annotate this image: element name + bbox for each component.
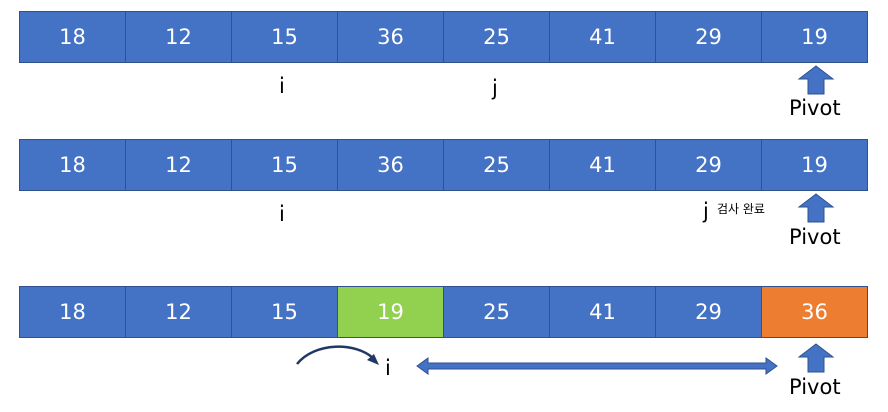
curved-arrow-icon — [293, 344, 383, 370]
array-cell: 12 — [125, 139, 232, 191]
array-cell: 15 — [231, 11, 338, 63]
array-cell: 19 — [761, 11, 868, 63]
array-cell: 25 — [443, 139, 550, 191]
array-cell: 36 — [337, 139, 444, 191]
array-cell: 12 — [125, 286, 232, 338]
array-row-3: 18 12 15 19 25 41 29 36 — [19, 286, 868, 338]
array-cell: 18 — [19, 11, 126, 63]
array-cell: 41 — [549, 11, 656, 63]
array-cell: 15 — [231, 139, 338, 191]
array-cell: 25 — [443, 286, 550, 338]
index-j-label: j — [703, 199, 709, 223]
index-i-label: i — [279, 74, 285, 98]
array-row-2: 18 12 15 36 25 41 29 19 — [19, 139, 868, 191]
up-arrow-icon — [798, 193, 834, 223]
index-j-label: j — [492, 76, 498, 100]
array-cell: 18 — [19, 139, 126, 191]
array-row-1: 18 12 15 36 25 41 29 19 — [19, 11, 868, 63]
double-headed-arrow-icon — [416, 357, 778, 375]
array-cell: 29 — [655, 139, 762, 191]
array-cell: 19 — [761, 139, 868, 191]
up-arrow-icon — [798, 343, 834, 373]
pivot-label: Pivot — [789, 96, 841, 120]
swapped-out-cell: 36 — [761, 286, 868, 338]
swapped-pivot-cell: 19 — [337, 286, 444, 338]
pivot-label: Pivot — [789, 375, 841, 399]
array-cell: 36 — [337, 11, 444, 63]
index-i-label: i — [279, 202, 285, 226]
array-cell: 41 — [549, 286, 656, 338]
j-done-note: 검사 완료 — [717, 202, 765, 216]
index-i-label: i — [385, 356, 391, 380]
array-cell: 12 — [125, 11, 232, 63]
array-cell: 29 — [655, 286, 762, 338]
array-cell: 29 — [655, 11, 762, 63]
array-cell: 25 — [443, 11, 550, 63]
array-cell: 15 — [231, 286, 338, 338]
pivot-label: Pivot — [789, 225, 841, 249]
up-arrow-icon — [798, 65, 834, 95]
array-cell: 18 — [19, 286, 126, 338]
array-cell: 41 — [549, 139, 656, 191]
